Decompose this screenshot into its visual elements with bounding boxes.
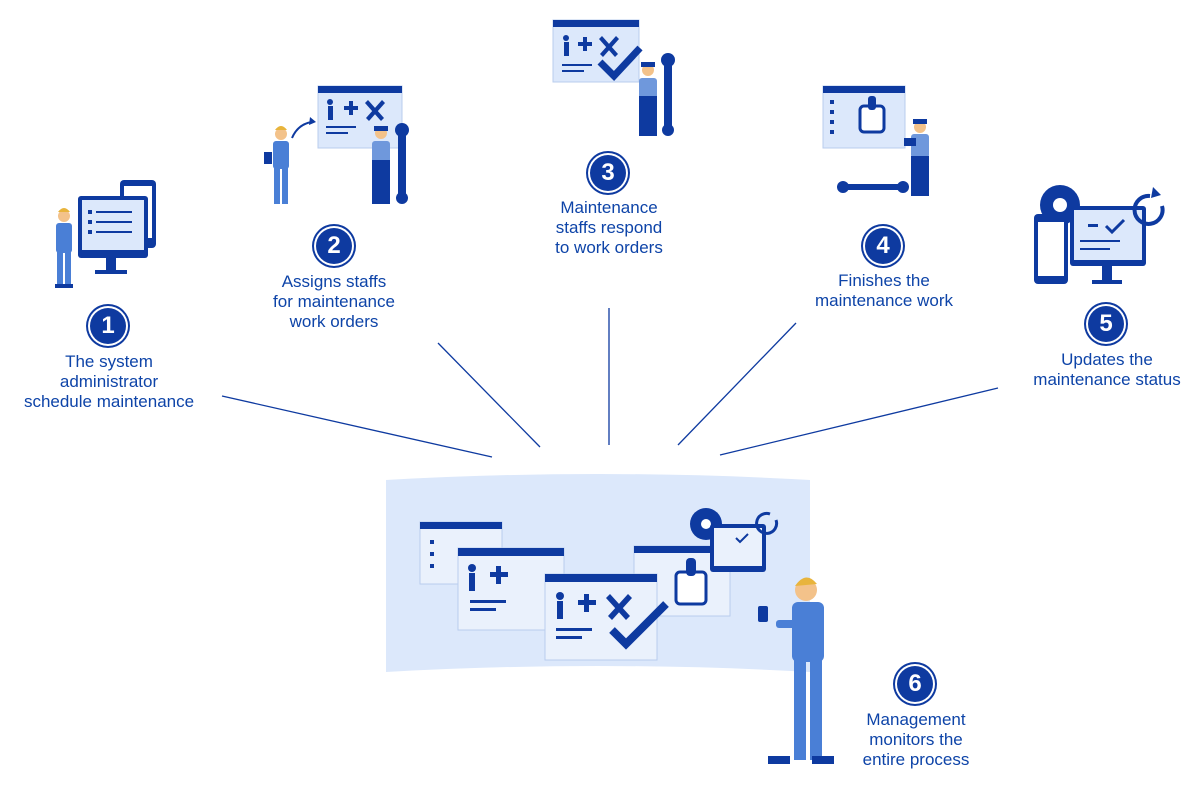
step-1-line-3: schedule maintenance [23,392,195,411]
step-1-number: 1 [90,308,126,344]
connector-step-1 [221,395,493,458]
step-6-line-2: monitors the [869,730,963,749]
step-1-caption: The system administrator schedule mainte… [0,352,218,412]
step-4-number: 4 [865,228,901,264]
connector-step-2 [437,342,541,448]
connector-lines [221,308,999,458]
connector-step-4 [677,322,797,446]
connector-step-5 [719,387,999,456]
staff-respond-illustration [552,19,675,136]
step-1-line-1: The system [65,352,153,371]
step-2-number: 2 [316,228,352,264]
finish-work-illustration [822,85,929,196]
step-4-caption: Finishes the maintenance work [794,271,974,311]
step-5-caption: Updates the maintenance status [1016,350,1198,390]
step-4-line-2: maintenance work [815,291,953,310]
step-2-line-3: work orders [289,312,379,331]
step-6-number: 6 [897,666,933,702]
step-6-caption: Management monitors the entire process [826,710,1006,770]
step-6-line-1: Management [866,710,966,729]
step-1-line-2: administrator [59,372,159,391]
step-2-caption: Assigns staffs for maintenance work orde… [244,272,424,332]
step-3-number: 3 [590,155,626,191]
management-monitor-illustration [386,474,834,764]
step-2-line-1: Assigns staffs [281,272,387,291]
step-5-line-1: Updates the [1061,350,1153,369]
step-3-line-2: staffs respond [555,218,663,237]
step-4-line-1: Finishes the [838,271,930,290]
admin-schedule-illustration [55,180,156,288]
step-3-caption: Maintenance staffs respond to work order… [519,198,699,258]
step-6-line-3: entire process [862,750,970,769]
step-3-line-3: to work orders [555,238,663,257]
update-status-illustration [1034,185,1165,284]
step-3-line-1: Maintenance [560,198,658,217]
step-5-line-2: maintenance status [1033,370,1181,389]
step-5-number: 5 [1088,306,1124,342]
step-2-line-2: for maintenance [273,292,395,311]
assign-staff-illustration [264,85,409,204]
